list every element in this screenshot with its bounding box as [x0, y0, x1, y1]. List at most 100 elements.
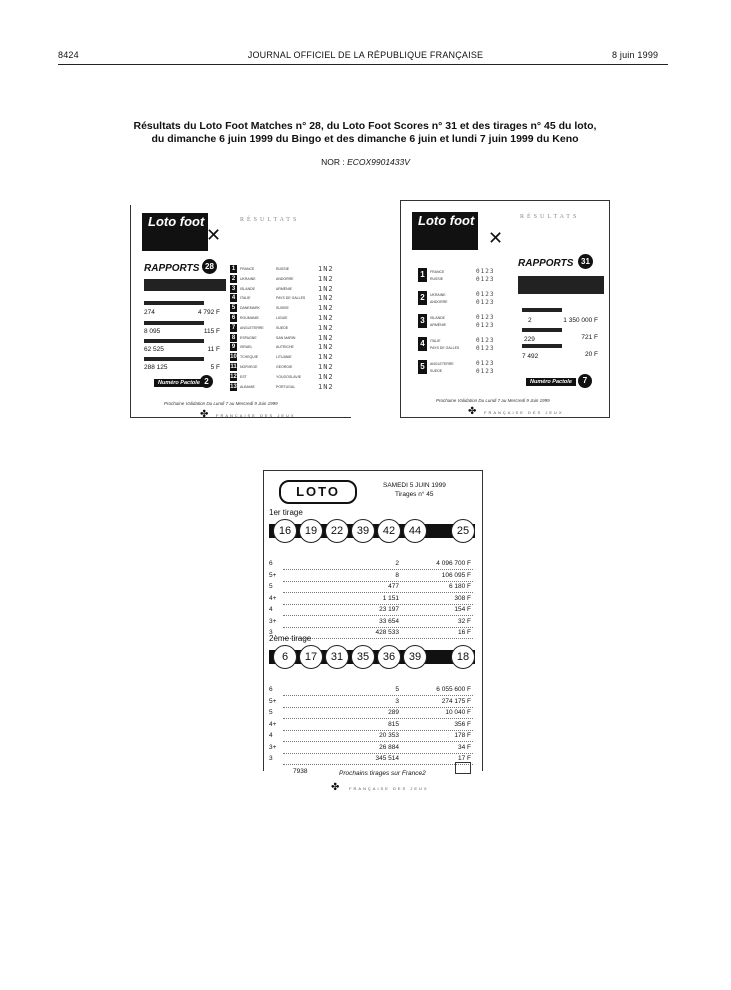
winners-count: 20 353 — [379, 732, 399, 739]
loto-foot-matches-panel: Loto foot ✕ RÉSULTATS RAPPORTS 28 274 4 … — [130, 205, 355, 420]
rank-label: 3 — [269, 629, 273, 636]
header-band — [518, 276, 604, 294]
rank-bar — [522, 308, 562, 312]
away-team: PORTUGAL — [276, 384, 296, 389]
fdj-label: FRANÇAISE DES JEUX — [216, 413, 296, 418]
result-grid: 1N2 — [318, 333, 334, 342]
match-number: 4 — [418, 337, 427, 351]
document-title: Résultats du Loto Foot Matches n° 28, du… — [133, 120, 597, 145]
home-team: FRANCE — [240, 267, 255, 271]
match-number: 8 — [230, 333, 237, 342]
ball-number: 39 — [351, 519, 375, 543]
rank-label: 5 — [269, 709, 273, 716]
winners-value: 288 125 — [144, 364, 168, 371]
payout-amount: 32 F — [457, 617, 471, 625]
away-team: RUSSIE — [430, 277, 444, 281]
home-team: ANGLETERRE — [240, 325, 264, 330]
payout-amount: 274 175 F — [441, 697, 471, 705]
home-team: NORVEGE — [240, 365, 258, 369]
payout-value: 11 F — [207, 346, 220, 353]
rank-label: 4 — [269, 732, 273, 739]
score-grid: 0123 — [476, 368, 495, 375]
page-number: 8424 — [58, 50, 79, 60]
result-grid: 1N2 — [318, 274, 334, 283]
row-divider — [283, 752, 473, 754]
ball-number: 6 — [273, 645, 297, 669]
row-divider — [283, 695, 473, 696]
payout-value: 721 F — [581, 334, 598, 341]
winners-count: 3 — [395, 697, 399, 705]
ball-number: 35 — [351, 645, 375, 669]
home-team: ISLANDE — [240, 286, 255, 291]
home-team: ROUMANIE — [240, 316, 259, 320]
clover-logo-icon: ✤ — [331, 782, 340, 793]
rapports-label: RAPPORTS — [518, 258, 574, 269]
ball-number: 39 — [403, 645, 427, 669]
payout-value: 5 F — [210, 364, 220, 371]
rapports-label: RAPPORTS — [144, 263, 200, 274]
ball-number: 17 — [299, 645, 323, 669]
row-divider — [283, 718, 473, 719]
next-draws: Prochains tirages sur France2 — [339, 770, 426, 777]
fdj-label: FRANÇAISE DES JEUX — [349, 786, 429, 791]
away-team: ANDORRE — [276, 276, 294, 281]
result-grid: 1N2 — [318, 294, 334, 303]
away-team: ANDORRE — [430, 300, 448, 304]
winners-value: 7 492 — [522, 353, 539, 360]
result-grid: 1N2 — [318, 382, 334, 391]
winners-value: 8 095 — [144, 328, 161, 335]
match-number: 9 — [230, 343, 237, 352]
home-team: TCHEQUIE — [240, 355, 259, 360]
match-number: 1 — [230, 265, 237, 273]
row-divider — [283, 729, 473, 731]
away-team: SUISSE — [276, 306, 289, 311]
numero-pactole-badge: 7 — [578, 374, 592, 388]
winners-count: 289 — [388, 709, 399, 716]
page-date: 8 juin 1999 — [612, 50, 659, 60]
payout-amount: 34 F — [457, 743, 471, 751]
home-team: FRANCE — [430, 270, 445, 274]
score-grid: 0123 — [476, 360, 495, 367]
payout-value: 115 F — [203, 328, 220, 335]
away-team: SUEDE — [430, 369, 443, 373]
row-divider — [283, 615, 473, 616]
home-team: UKRAINE — [240, 276, 256, 281]
rank-label: 5+ — [269, 697, 277, 705]
row-divider — [283, 603, 473, 605]
match-number: 13 — [230, 382, 237, 391]
rank-label: 4 — [269, 606, 273, 613]
draw-number: Tirages n° 45 — [395, 491, 434, 498]
tirage-2-label: 2ème tirage — [269, 634, 312, 643]
row-divider — [283, 706, 473, 708]
result-grid: 1N2 — [318, 265, 334, 273]
winners-count: 428 533 — [375, 629, 400, 636]
payout-amount: 6 180 F — [448, 583, 471, 590]
row-divider — [283, 741, 473, 742]
draw-date: SAMEDI 5 JUIN 1999 — [383, 482, 446, 489]
payout-value: 1 350 000 F — [563, 317, 598, 324]
rank-label: 3 — [269, 755, 273, 762]
result-grid: 1N2 — [318, 284, 334, 293]
away-team: SAN MARIN — [276, 335, 296, 340]
winners-count: 26 884 — [379, 743, 399, 751]
home-team: ITALIE — [240, 296, 251, 301]
result-grid: 1N2 — [318, 353, 334, 362]
row-divider — [283, 592, 473, 593]
away-team: YOUGOSLAVIE — [276, 374, 302, 379]
numero-pactole-badge: 2 — [200, 375, 213, 388]
payout-amount: 356 F — [454, 720, 471, 728]
home-team: ESPAGNE — [240, 335, 257, 340]
match-number: 10 — [230, 353, 237, 362]
away-team: ARMÉNIE — [276, 286, 292, 291]
match-number: 2 — [418, 291, 427, 305]
header-rule — [58, 64, 668, 65]
rank-bar — [144, 357, 204, 361]
payout-amount: 178 F — [454, 732, 471, 739]
rank-label: 4+ — [269, 720, 277, 728]
ball-number: 22 — [325, 519, 349, 543]
match-number: 1 — [418, 268, 427, 282]
numero-pactole-label: Numéro Pactole — [526, 378, 576, 386]
away-team: RUSSIE — [276, 267, 290, 271]
match-number: 5 — [230, 304, 237, 313]
